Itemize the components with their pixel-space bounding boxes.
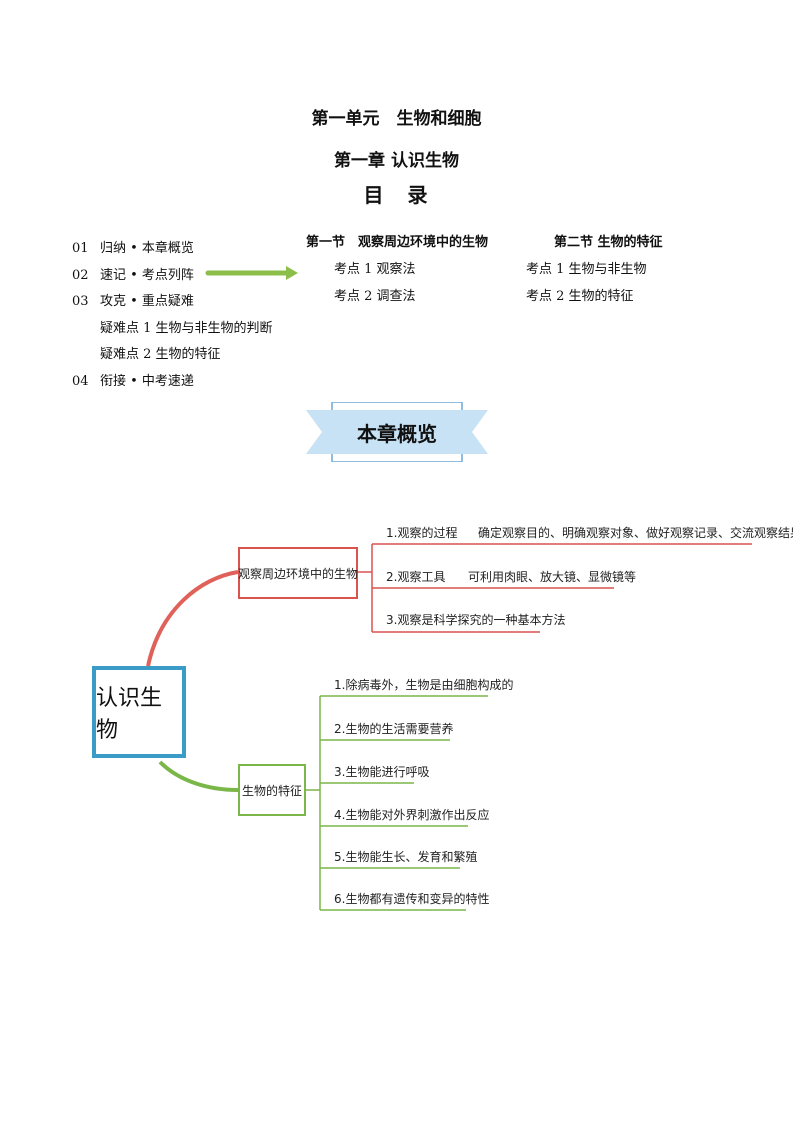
section-2-title[interactable]: 第二节 生物的特征 bbox=[554, 235, 663, 250]
mindmap-leaf: 1.除病毒外，生物是由细胞构成的 bbox=[334, 678, 514, 692]
section-1-title[interactable]: 第一节 观察周边环境中的生物 bbox=[306, 235, 489, 250]
mindmap-leaf: 5.生物能生长、发育和繁殖 bbox=[334, 850, 478, 864]
arrow-right-icon bbox=[205, 266, 298, 280]
mindmap-leaf: 3.生物能进行呼吸 bbox=[334, 765, 430, 779]
ribbon-icon bbox=[306, 402, 488, 462]
toc-subitem[interactable]: 疑难点 1 生物与非生物的判断 bbox=[100, 320, 273, 336]
mindmap-branch-observation: 观察周边环境中的生物 bbox=[238, 547, 358, 599]
chapter-title: 第一章 认识生物 bbox=[334, 151, 459, 171]
mindmap-leaf: 1.观察的过程 bbox=[386, 526, 458, 540]
section-2-point-1[interactable]: 考点 1 生物与非生物 bbox=[526, 262, 647, 277]
mindmap-connectors bbox=[146, 543, 752, 911]
mindmap-leaf-detail: 确定观察目的、明确观察对象、做好观察记录、交流观察结果 bbox=[478, 526, 793, 540]
section-1-point-1[interactable]: 考点 1 观察法 bbox=[334, 262, 416, 277]
mindmap-root: 认识生物 bbox=[92, 666, 186, 758]
chapter-overview-banner: 本章概览 bbox=[306, 402, 488, 462]
toc-subitem[interactable]: 疑难点 2 生物的特征 bbox=[100, 347, 221, 363]
mindmap-leaf-detail: 可利用肉眼、放大镜、显微镜等 bbox=[468, 570, 637, 584]
mindmap-leaf: 6.生物都有遗传和变异的特性 bbox=[334, 892, 490, 906]
section-1-point-2[interactable]: 考点 2 调查法 bbox=[334, 289, 416, 304]
mindmap-leaf: 2.生物的生活需要营养 bbox=[334, 722, 454, 736]
section-2-point-2[interactable]: 考点 2 生物的特征 bbox=[526, 289, 634, 304]
mindmap-leaf: 2.观察工具 bbox=[386, 570, 446, 584]
toc-title: 目 录 bbox=[363, 183, 430, 207]
mindmap-leaf: 4.生物能对外界刺激作出反应 bbox=[334, 808, 490, 822]
banner-label: 本章概览 bbox=[357, 421, 437, 446]
unit-title: 第一单元 生物和细胞 bbox=[311, 109, 482, 129]
mindmap-branch-characteristics: 生物的特征 bbox=[238, 764, 306, 816]
mindmap-leaf: 3.观察是科学探究的一种基本方法 bbox=[386, 613, 566, 627]
